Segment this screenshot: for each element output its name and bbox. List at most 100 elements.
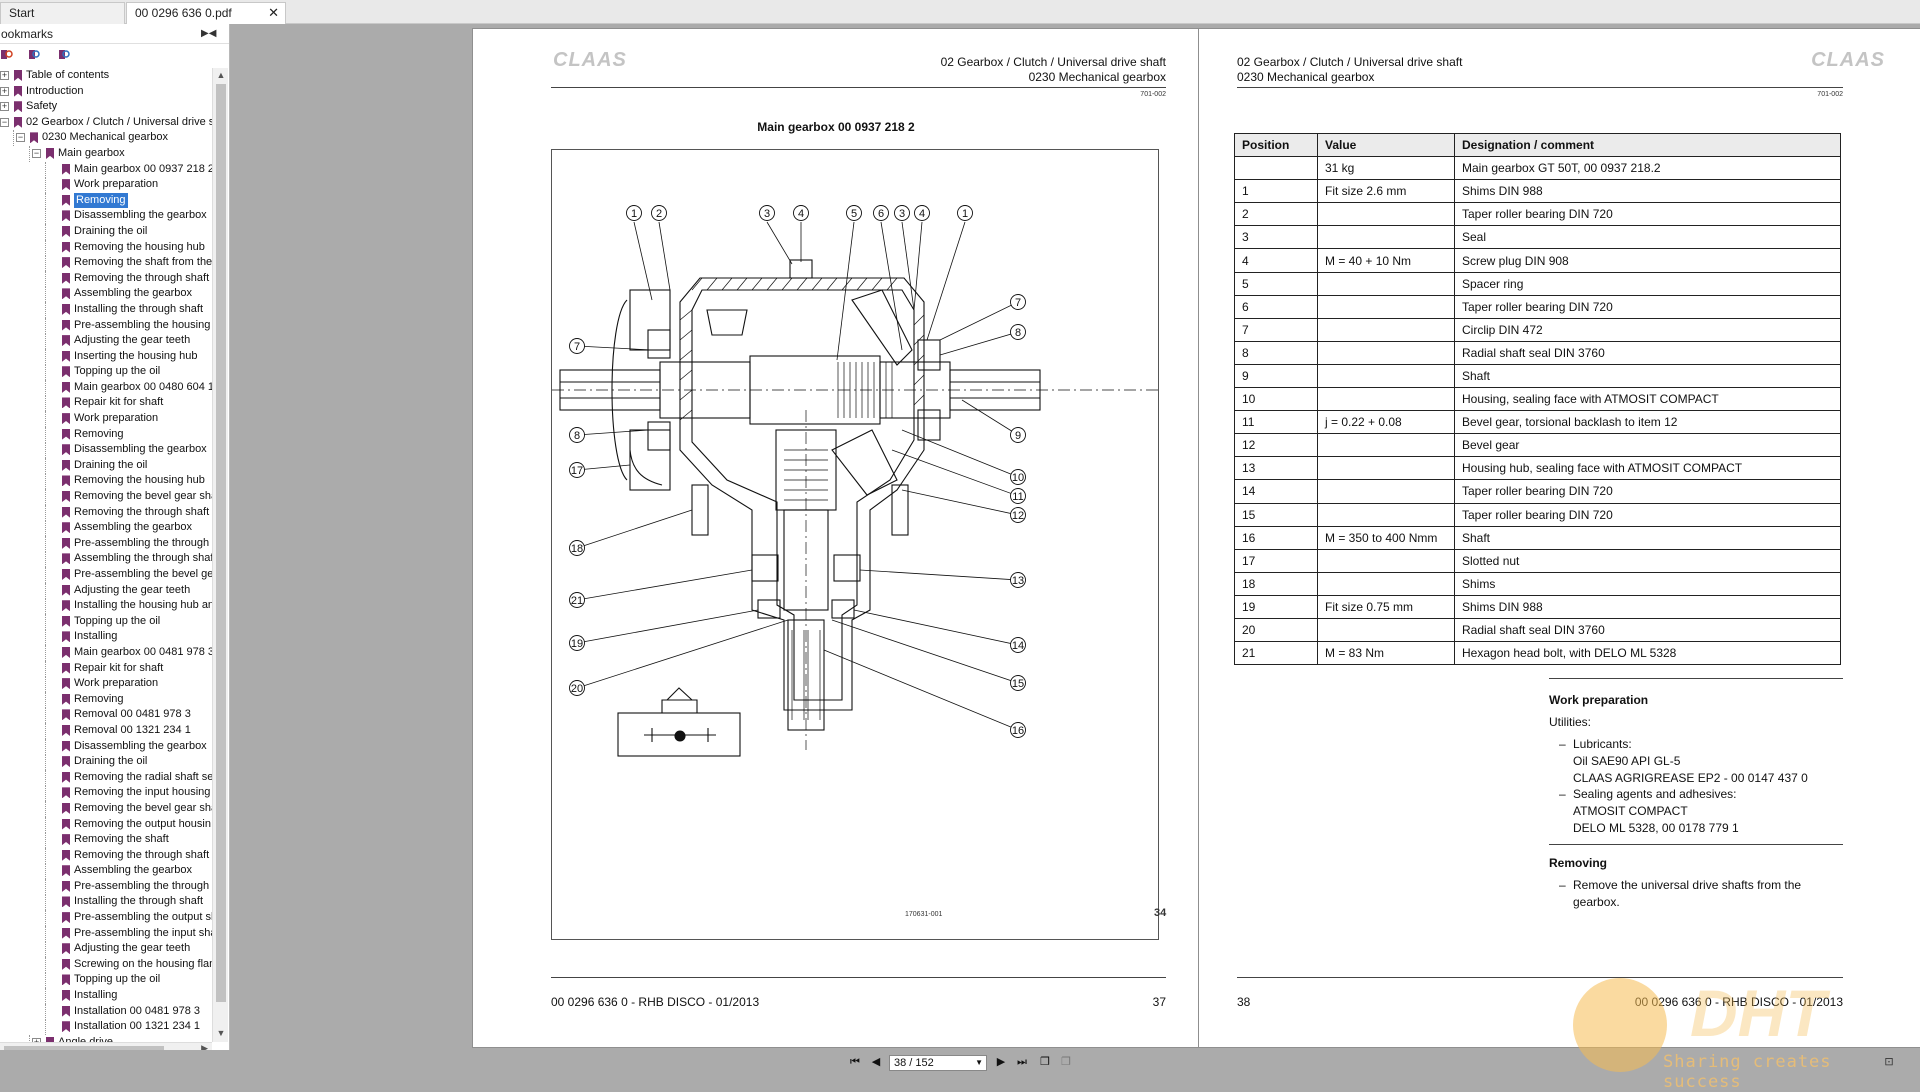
bookmark-item[interactable]: Removing the bevel gear sha [0,800,212,817]
expand-icon[interactable]: + [0,85,9,96]
collapse-icon[interactable]: − [32,147,41,158]
bookmark-item[interactable]: Installation 00 0481 978 3 [0,1003,212,1020]
bookmark-item[interactable]: Main gearbox 00 0481 978 3 [0,644,212,661]
bookmark-item[interactable]: Removing the shaft [0,832,212,848]
bookmark-item[interactable]: Pre-assembling the through s [0,535,212,552]
bookmark-item[interactable]: Draining the oil [0,754,212,770]
bookmark-item[interactable]: Installing [0,629,212,645]
bookmark-item[interactable]: Removing the through shaft [0,270,212,287]
bookmark-item[interactable]: Installing [0,988,212,1004]
last-page-icon[interactable]: ⏭ [1017,1056,1027,1068]
bookmark-item[interactable]: Removing the bevel gear sha [0,489,212,505]
bookmark-item[interactable]: Pre-assembling the through s [0,878,212,895]
bookmark-label: Pre-assembling the bevel gea [74,568,212,580]
scroll-right-icon[interactable]: ▶ [201,1043,208,1053]
bookmark-item[interactable]: Removing the output housin [0,816,212,833]
bookmark-item[interactable]: Disassembling the gearbox [0,208,212,224]
collapse-icon[interactable]: − [16,132,25,143]
first-page-icon[interactable]: ⏮ [850,1056,860,1068]
bookmark-item[interactable]: Installing the through shaft [0,301,212,318]
bookmark-item[interactable]: Installing the housing hub an [0,598,212,614]
close-icon[interactable]: ✕ [268,5,279,20]
bookmark-collapse-icon[interactable] [27,48,41,62]
bookmark-item[interactable]: Installation 00 1321 234 1 [0,1019,212,1035]
bookmark-item[interactable]: Draining the oil [0,457,212,474]
facing-page-view-icon[interactable]: ❐ [1061,1056,1071,1068]
bookmark-item[interactable]: Removal 00 1321 234 1 [0,722,212,739]
bookmark-item[interactable]: +Angle drive [0,1034,212,1042]
callout-label: 7 [1010,294,1026,310]
chevron-down-icon[interactable]: ▼ [975,1058,983,1067]
cell-designation: Shims DIN 988 [1454,594,1841,619]
previous-page-icon[interactable]: ◀ [871,1056,881,1068]
column-header-position: Position [1234,132,1318,158]
bookmark-item[interactable]: −0230 Mechanical gearbox [0,130,212,146]
bookmark-item[interactable]: Repair kit for shaft [0,395,212,412]
single-page-view-icon[interactable]: ❐ [1040,1056,1050,1068]
scroll-down-icon[interactable]: ▼ [216,1028,226,1038]
bookmark-item[interactable]: +Safety [0,99,212,115]
bookmark-item[interactable]: Pre-assembling the bevel gea [0,567,212,583]
expand-icon[interactable]: + [32,1037,41,1042]
bookmark-item[interactable]: Adjusting the gear teeth [0,941,212,957]
bookmark-item[interactable]: Removing the through shaft [0,847,212,864]
bookmark-item[interactable]: Pre-assembling the housing h [0,317,212,334]
bookmark-item[interactable]: Installing the through shaft [0,894,212,911]
bookmark-item[interactable]: Work preparation [0,411,212,427]
scroll-up-icon[interactable]: ▲ [216,70,226,80]
bookmark-item[interactable]: Disassembling the gearbox [0,738,212,755]
expand-icon[interactable]: + [0,70,9,80]
bookmark-item[interactable]: Removing [0,192,212,209]
bookmark-item[interactable]: −Main gearbox [0,145,212,162]
collapse-icon[interactable]: − [0,116,9,127]
bookmark-item[interactable]: Removing [0,691,212,708]
bookmark-item[interactable]: Assembling the through shaft [0,551,212,567]
bookmark-item[interactable]: Adjusting the gear teeth [0,582,212,599]
bookmark-find-icon[interactable] [57,48,71,62]
bookmark-item[interactable]: Pre-assembling the output sh [0,910,212,926]
bookmark-item[interactable]: Work preparation [0,676,212,692]
tree-line [45,676,46,692]
bookmark-item[interactable]: Removing the shaft from the [0,255,212,271]
bookmark-item[interactable]: Removing the through shaft [0,504,212,521]
callout-number: 10 [1012,472,1024,484]
bookmark-item[interactable]: Work preparation [0,177,212,193]
tab-start[interactable]: Start [0,2,125,24]
bookmark-item[interactable]: Topping up the oil [0,364,212,380]
scroll-thumb[interactable] [216,84,226,1002]
bookmark-item[interactable]: Repair kit for shaft [0,660,212,677]
bookmark-item[interactable]: Removing the housing hub [0,239,212,256]
bookmark-item[interactable]: Adjusting the gear teeth [0,333,212,349]
page-number-field[interactable]: 38 / 152▼ [889,1055,987,1071]
bookmark-item[interactable]: Pre-assembling the input shat [0,925,212,942]
bookmark-item[interactable]: Topping up the oil [0,613,212,630]
bookmark-expand-icon[interactable] [0,48,14,62]
bookmark-item[interactable]: Removal 00 0481 978 3 [0,707,212,723]
bookmark-item[interactable]: Removing [0,426,212,443]
tab-document[interactable]: 00 0296 636 0.pdf✕ [126,2,286,24]
fit-view-icon[interactable]: ⊡ [1884,1056,1894,1068]
bookmark-item[interactable]: Topping up the oil [0,972,212,989]
bookmark-item[interactable]: Draining the oil [0,223,212,240]
bookmark-item[interactable]: Main gearbox 00 0937 218 2 [0,161,212,178]
bookmark-item[interactable]: +Table of contents [0,68,212,84]
bookmark-item[interactable]: Screwing on the housing flan [0,956,212,973]
expand-icon[interactable]: + [0,101,9,112]
bookmark-item[interactable]: −02 Gearbox / Clutch / Universal drive s… [0,115,212,131]
bookmark-item[interactable]: Removing the radial shaft sea [0,769,212,786]
auto-hide-icon[interactable]: ▶◀ [201,28,217,39]
bookmark-item[interactable]: Disassembling the gearbox [0,442,212,458]
bookmark-item[interactable]: Removing the housing hub [0,473,212,490]
bookmark-item[interactable]: Inserting the housing hub [0,348,212,365]
bookmark-item[interactable]: Assembling the gearbox [0,863,212,879]
bookmark-item[interactable]: +Introduction [0,84,212,100]
bookmark-item[interactable]: Assembling the gearbox [0,520,212,536]
tree-line [45,426,46,443]
bookmark-item[interactable]: Removing the input housing [0,785,212,801]
bookmark-item[interactable]: Main gearbox 00 0480 604 1 [0,379,212,396]
callout-label: 1 [957,205,973,221]
bookmarks-scrollbar[interactable]: ▲ ▼ [212,68,228,1042]
cell-designation: Shims DIN 988 [1454,179,1841,204]
bookmark-item[interactable]: Assembling the gearbox [0,286,212,302]
next-page-icon[interactable]: ▶ [996,1056,1006,1068]
